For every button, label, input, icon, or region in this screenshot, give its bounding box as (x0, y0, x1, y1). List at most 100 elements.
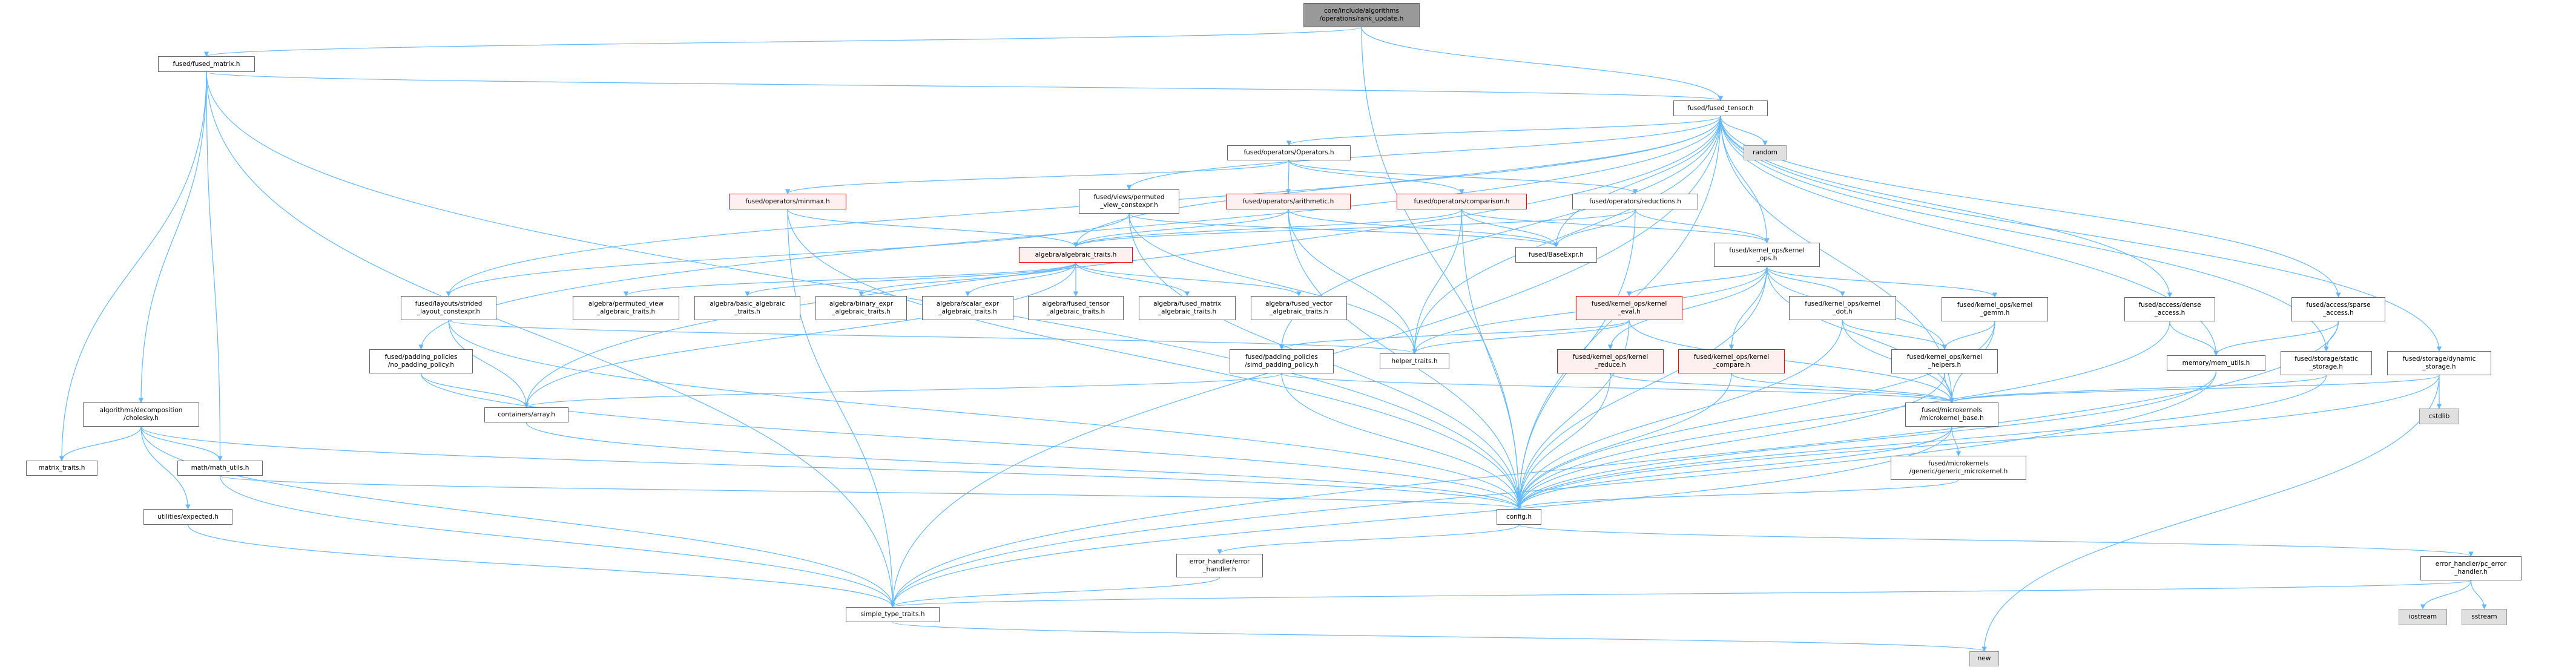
graph-node-generic-microkernel[interactable]: fused/microkernels /generic/generic_micr… (1891, 456, 2026, 480)
graph-node-kernel-reduce[interactable]: fused/kernel_ops/kernel _reduce.h (1557, 349, 1664, 373)
graph-node-kernel-dot[interactable]: fused/kernel_ops/kernel _dot.h (1789, 296, 1896, 320)
edge-kernel_dot-to-config (1516, 320, 1843, 510)
edge-algebraic_traits-to-basic_alg (745, 262, 1076, 297)
graph-node-cstdlib: cstdlib (2419, 409, 2459, 424)
edge-config-to-pc_error_handler (1518, 524, 2474, 557)
edge-operators-to-arithmetic (1285, 160, 1291, 194)
edge-algebraic_traits-to-fused_vector_alg (1075, 262, 1302, 297)
edge-kernel_compare-to-config (1516, 373, 1732, 510)
edge-comparison-to-helper_traits (1412, 209, 1463, 354)
edge-reductions-to-base_expr (1553, 209, 1636, 248)
edge-comparison-to-config (1461, 209, 1522, 510)
edge-rank_update-to-config (1361, 27, 1522, 510)
graph-node-binary-expr-alg[interactable]: algebra/binary_expr _algebraic_traits.h (815, 296, 907, 320)
graph-node-algebraic-traits[interactable]: algebra/algebraic_traits.h (1019, 247, 1133, 263)
edge-simd_padding-to-containers_array (524, 373, 1282, 408)
graph-node-dense-access[interactable]: fused/access/dense _access.h (2124, 297, 2215, 321)
graph-node-kernel-helpers[interactable]: fused/kernel_ops/kernel _helpers.h (1891, 349, 1998, 373)
edge-kernel_compare-to-microkernel_base (1731, 373, 1955, 403)
graph-node-matrix-traits[interactable]: matrix_traits.h (26, 461, 97, 476)
edge-no_padding-to-config (420, 373, 1522, 510)
graph-node-expected[interactable]: utilities/expected.h (143, 509, 232, 525)
edge-strided_layout-to-helper_traits (448, 320, 1417, 354)
edge-simd_padding-to-config (1281, 373, 1522, 510)
edge-dense_access-to-mem_utils (2169, 321, 2219, 356)
graph-node-kernel-eval[interactable]: fused/kernel_ops/kernel _eval.h (1576, 296, 1682, 320)
edge-mem_utils-to-simple_type_traits (890, 370, 2217, 608)
edge-generic_microkernel-to-config (1517, 479, 1959, 510)
edge-fused_tensor-to-algebraic_traits (1073, 116, 1721, 248)
graph-node-kernel-ops[interactable]: fused/kernel_ops/kernel _ops.h (1714, 243, 1820, 267)
graph-node-minmax[interactable]: fused/operators/minmax.h (729, 194, 846, 209)
edge-minmax-to-algebraic_traits (787, 209, 1079, 248)
edge-kernel_ops-to-microkernel_base (1766, 266, 1955, 403)
graph-node-dynamic-storage[interactable]: fused/storage/dynamic _storage.h (2387, 351, 2491, 375)
graph-node-microkernel-base[interactable]: fused/microkernels /microkernel_base.h (1905, 402, 1998, 427)
graph-node-error-handler[interactable]: error_handler/error _handler.h (1176, 554, 1263, 577)
edge-kernel_ops-to-kernel_eval (1626, 266, 1768, 297)
graph-node-kernel-gemm[interactable]: fused/kernel_ops/kernel _gemm.h (1942, 297, 2048, 321)
edge-fused_tensor-to-sparse_access (1720, 116, 2341, 298)
edge-mem_utils-to-config (1516, 370, 2217, 510)
edge-kernel_eval-to-microkernel_base (1629, 320, 1955, 403)
graph-node-cholesky[interactable]: algorithms/decomposition /cholesky.h (83, 402, 199, 427)
edge-kernel_ops-to-kernel_dot (1766, 266, 1845, 297)
edge-kernel_helpers-to-config (1516, 373, 1945, 510)
graph-node-base-expr[interactable]: fused/BaseExpr.h (1515, 247, 1597, 263)
graph-node-config[interactable]: config.h (1497, 509, 1541, 525)
edge-algebraic_traits-to-fused_matrix_alg (1075, 262, 1190, 297)
edge-reductions-to-algebraic_traits (1073, 209, 1636, 248)
graph-node-permuted-view-alg[interactable]: algebra/permuted_view _algebraic_traits.… (573, 296, 679, 320)
graph-node-rank-update[interactable]: core/include/algorithms /operations/rank… (1303, 3, 1420, 27)
edge-config-to-error_handler (1217, 524, 1520, 554)
graph-node-no-padding[interactable]: fused/padding_policies /no_padding_polic… (369, 349, 473, 373)
graph-node-pc-error-handler[interactable]: error_handler/pc_error _handler.h (2420, 556, 2522, 580)
edge-algebraic_traits-to-permuted_view_alg (624, 262, 1076, 297)
edge-pc_error_handler-to-sstream (2470, 580, 2487, 609)
graph-node-comparison[interactable]: fused/operators/comparison.h (1397, 194, 1527, 209)
graph-node-reductions[interactable]: fused/operators/reductions.h (1572, 194, 1698, 209)
edge-minmax-to-simple_type_traits (787, 209, 895, 608)
edge-arithmetic-to-algebraic_traits (1073, 209, 1289, 248)
graph-node-permuted-view[interactable]: fused/views/permuted _view_constexpr.h (1079, 189, 1179, 214)
edge-fused_matrix-to-config (206, 71, 1522, 510)
edge-microkernel_base-to-simple_type_traits (890, 426, 1952, 608)
edge-kernel_ops-to-kernel_gemm (1766, 266, 1998, 298)
edge-fused_matrix-to-cholesky (138, 71, 207, 403)
graph-node-helper-traits[interactable]: helper_traits.h (1380, 353, 1449, 369)
graph-node-strided-layout[interactable]: fused/layouts/strided _layout_constexpr.… (401, 296, 496, 320)
graph-node-kernel-compare[interactable]: fused/kernel_ops/kernel _compare.h (1678, 349, 1785, 373)
graph-node-simd-padding[interactable]: fused/padding_policies /simd_padding_pol… (1230, 349, 1334, 373)
graph-node-math-utils[interactable]: math/math_utils.h (177, 461, 263, 476)
edge-strided_layout-to-containers_array (448, 320, 529, 408)
edge-fused_matrix-to-simple_type_traits (206, 71, 895, 608)
graph-node-fused-tensor-alg[interactable]: algebra/fused_tensor _algebraic_traits.h (1028, 296, 1124, 320)
edge-strided_layout-to-config (448, 320, 1522, 510)
graph-node-fused-tensor[interactable]: fused/fused_tensor.h (1673, 100, 1768, 116)
graph-node-containers-array[interactable]: containers/array.h (484, 407, 568, 422)
edge-rank_update-to-fused_matrix (204, 27, 1362, 57)
graph-node-iostream: iostream (2399, 609, 2447, 625)
graph-node-fused-matrix[interactable]: fused/fused_matrix.h (158, 56, 255, 72)
edge-fused_tensor-to-random (1720, 116, 1768, 146)
graph-node-operators[interactable]: fused/operators/Operators.h (1227, 145, 1351, 160)
graph-node-basic-alg[interactable]: algebra/basic_algebraic _traits.h (694, 296, 800, 320)
edge-fused_tensor-to-helper_traits (1412, 116, 1721, 354)
graph-node-sstream: sstream (2462, 609, 2507, 625)
edge-kernel_eval-to-simd_padding (1279, 320, 1630, 350)
graph-node-fused-vector-alg[interactable]: algebra/fused_vector _algebraic_traits.h (1251, 296, 1347, 320)
graph-node-sparse-access[interactable]: fused/access/sparse _access.h (2291, 297, 2385, 321)
edge-microkernel_base-to-generic_microkernel (1951, 426, 1962, 456)
edge-fused_tensor-to-static_storage (1720, 116, 2329, 352)
edge-permuted_view-to-strided_layout (446, 213, 1130, 297)
edge-cholesky-to-expected (140, 426, 191, 510)
graph-node-arithmetic[interactable]: fused/operators/arithmetic.h (1226, 194, 1351, 209)
graph-node-mem-utils[interactable]: memory/mem_utils.h (2167, 355, 2265, 371)
graph-node-fused-matrix-alg[interactable]: algebra/fused_matrix _algebraic_traits.h (1139, 296, 1236, 320)
edge-kernel_reduce-to-config (1516, 373, 1611, 510)
graph-node-static-storage[interactable]: fused/storage/static _storage.h (2281, 351, 2372, 375)
graph-node-simple-type-traits[interactable]: simple_type_traits.h (846, 607, 940, 622)
graph-node-scalar-expr-alg[interactable]: algebra/scalar_expr _algebraic_traits.h (922, 296, 1013, 320)
edge-arithmetic-to-helper_traits (1288, 209, 1417, 354)
edge-math_utils-to-simple_type_traits (219, 475, 895, 608)
